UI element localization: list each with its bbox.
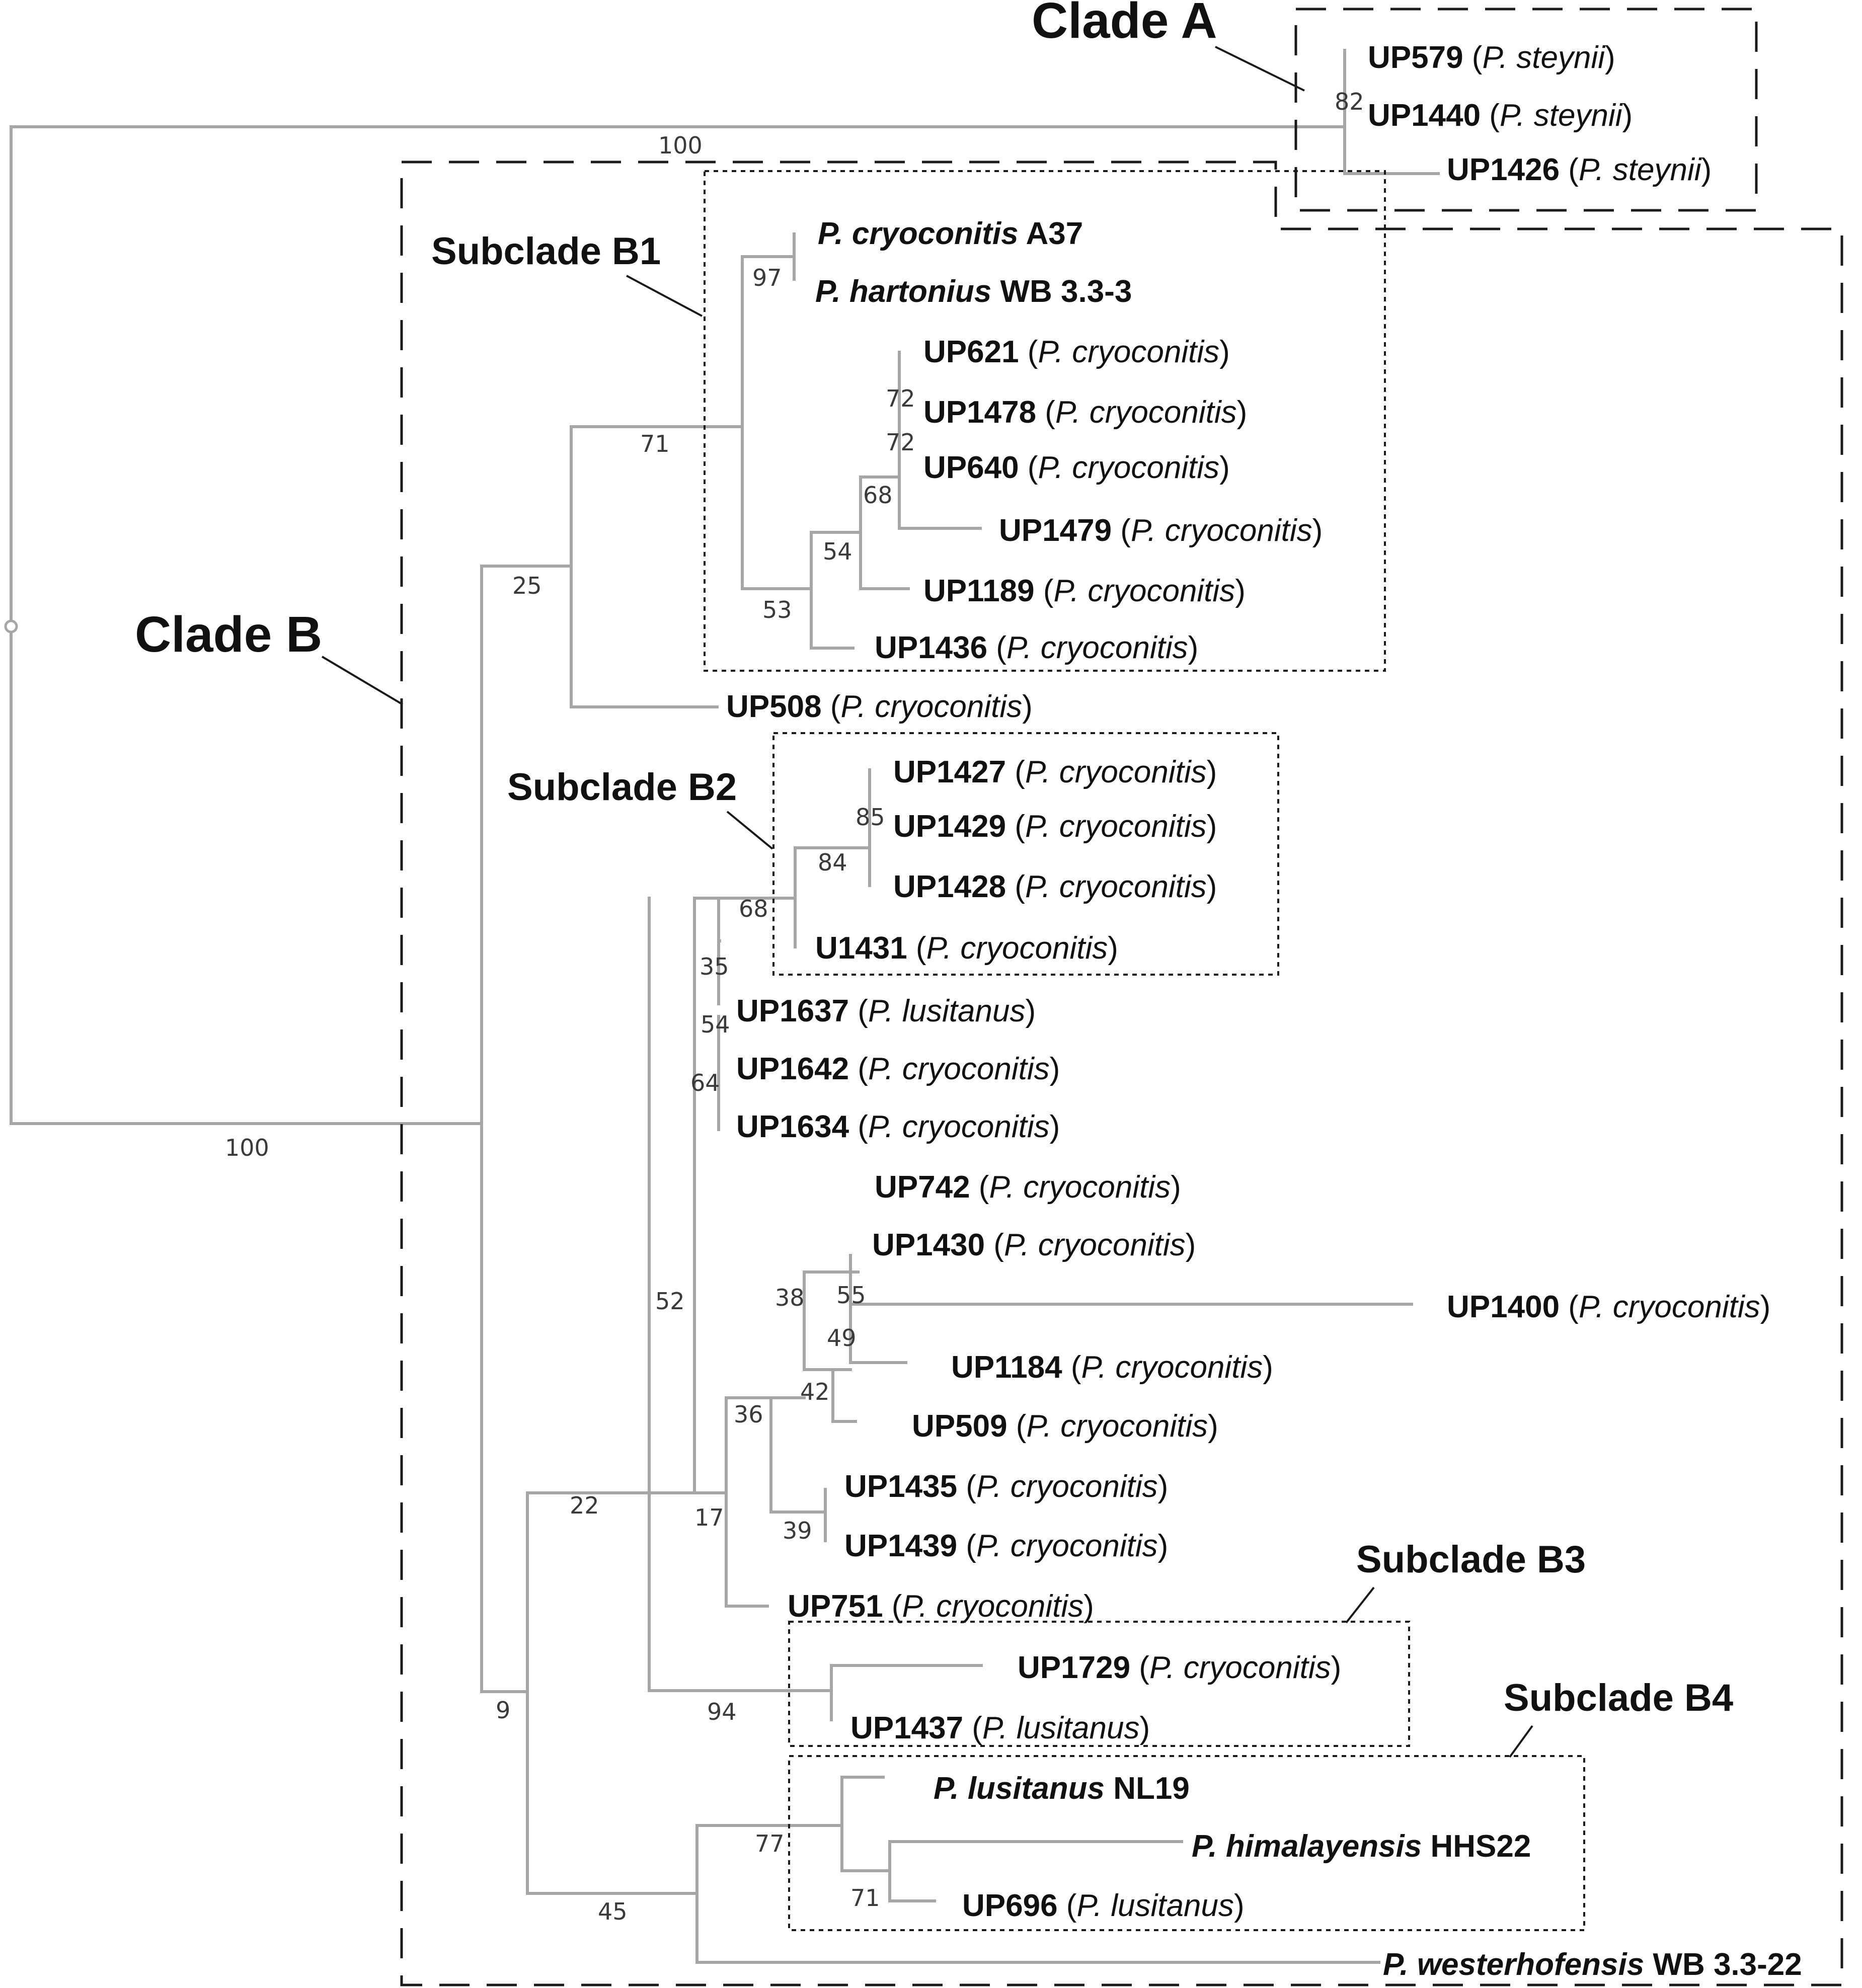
leaf-label: UP1478 (P. cryoconitis) [923, 395, 1247, 430]
bootstrap-b1-inner-4: 54 [823, 538, 852, 565]
bootstrap-b2-inner-2: 84 [818, 849, 847, 876]
subclade-b3-box [788, 1621, 1410, 1747]
clade-a-pointer [1215, 46, 1305, 92]
leaf-label: UP1437 (P. lusitanus) [850, 1711, 1150, 1745]
leaf-label: UP1426 (P. steynii) [1447, 152, 1712, 187]
bootstrap-node-64: 64 [690, 1069, 720, 1096]
root-node [4, 619, 18, 633]
subclade-b2-box [772, 732, 1279, 976]
clade-boxes [400, 8, 1843, 1986]
bootstrap-b2-up1637: 35 [700, 953, 729, 980]
subclade-b3-pointer [1345, 1586, 1375, 1624]
leaf-label: UP1428 (P. cryoconitis) [893, 869, 1217, 904]
subclade-b2-label: Subclade B2 [507, 766, 737, 809]
bootstrap-b1-inner-5: 53 [762, 596, 792, 623]
bootstrap-clade-a-root: 100 [658, 132, 703, 159]
leaf-label: P. hartonius WB 3.3-3 [815, 274, 1132, 309]
leaf-label: UP1642 (P. cryoconitis) [736, 1052, 1060, 1086]
leaf-label: UP696 (P. lusitanus) [962, 1888, 1245, 1923]
bootstrap-clade-b-root: 100 [225, 1134, 269, 1161]
bootstrap-node-22: 22 [570, 1492, 599, 1519]
leaf-label: UP579 (P. steynii) [1368, 40, 1615, 75]
bootstrap-node-17: 17 [694, 1504, 724, 1531]
clade-pointers [321, 46, 1533, 1758]
bootstrap-node-54: 54 [701, 1011, 730, 1038]
leaf-label: UP1184 (P. cryoconitis) [951, 1350, 1273, 1385]
clade-b-pointer [321, 656, 404, 705]
bootstrap-b3-root: 94 [707, 1698, 737, 1725]
leaf-label: UP1637 (P. lusitanus) [736, 994, 1036, 1028]
leaf-label: UP751 (P. cryoconitis) [788, 1589, 1094, 1624]
bootstrap-b2-root: 68 [739, 895, 768, 922]
tree-branches [4, 49, 1440, 1964]
leaf-label: UP1430 (P. cryoconitis) [872, 1228, 1196, 1262]
bootstrap-b4-root: 77 [755, 1830, 785, 1857]
leaf-label: UP1729 (P. cryoconitis) [1018, 1650, 1341, 1685]
leaf-label: UP640 (P. cryoconitis) [923, 450, 1230, 485]
clade-b-label: Clade B [135, 606, 322, 663]
leaf-label: UP509 (P. cryoconitis) [912, 1409, 1218, 1444]
bootstrap-b1-pair: 97 [752, 264, 782, 291]
bootstrap-values: 100 82 100 97 72 72 68 54 53 71 25 85 84 68 35 54 64 52 55… [225, 88, 1364, 1925]
subclade-b2-pointer [726, 811, 773, 850]
bootstrap-clade-a-inner: 82 [1335, 88, 1364, 115]
bootstrap-node-55: 55 [836, 1282, 866, 1309]
bootstrap-b1-root: 71 [640, 430, 670, 457]
bootstrap-node-36: 36 [734, 1401, 763, 1428]
bootstrap-node-9: 9 [496, 1697, 510, 1724]
clade-labels: Clade A Clade B Subclade B1 Subclade B2 … [135, 0, 1733, 1719]
subclade-b3-label: Subclade B3 [1356, 1538, 1586, 1581]
subclade-b4-pointer [1509, 1725, 1533, 1758]
bootstrap-b1-inner-2: 72 [886, 429, 915, 456]
bootstrap-b4-inner: 71 [850, 1884, 880, 1912]
leaf-label: UP1435 (P. cryoconitis) [844, 1469, 1168, 1504]
leaf-label: UP508 (P. cryoconitis) [726, 689, 1033, 724]
leaf-label: P. cryoconitis A37 [818, 216, 1083, 251]
leaf-label: UP1436 (P. cryoconitis) [875, 630, 1198, 665]
bootstrap-node-42: 42 [800, 1378, 830, 1405]
bootstrap-node-52: 52 [655, 1288, 685, 1315]
leaf-label: UP1440 (P. steynii) [1368, 98, 1633, 133]
leaf-label: UP1189 (P. cryoconitis) [923, 574, 1246, 608]
leaf-label: UP1429 (P. cryoconitis) [893, 809, 1217, 844]
bootstrap-node-49: 49 [827, 1324, 857, 1351]
leaf-label: U1431 (P. cryoconitis) [815, 931, 1118, 966]
leaf-label: UP742 (P. cryoconitis) [875, 1170, 1181, 1205]
leaf-label: P. lusitanus NL19 [934, 1771, 1190, 1806]
bootstrap-b1-inner-1: 72 [886, 385, 915, 412]
bootstrap-node-39: 39 [783, 1517, 812, 1544]
leaf-label: P. himalayensis HHS22 [1192, 1829, 1531, 1864]
leaf-label: UP1439 (P. cryoconitis) [844, 1529, 1168, 1563]
bootstrap-b1-inner-3: 68 [863, 482, 893, 509]
bootstrap-b2-inner-1: 85 [856, 804, 885, 831]
leaf-label: UP1479 (P. cryoconitis) [999, 513, 1323, 548]
leaf-label: UP621 (P. cryoconitis) [923, 335, 1230, 369]
clade-a-label: Clade A [1032, 0, 1217, 49]
bootstrap-node-38: 38 [775, 1284, 805, 1311]
subclade-b4-label: Subclade B4 [1504, 1677, 1733, 1719]
subclade-b1-pointer [626, 275, 703, 317]
leaf-labels: UP579 (P. steynii) UP1440 (P. steynii) UP1… [726, 40, 1802, 1982]
bootstrap-b1-up508: 25 [512, 572, 542, 599]
leaf-label: P. westerhofensis WB 3.3-22 [1383, 1947, 1802, 1982]
leaf-label: UP1400 (P. cryoconitis) [1447, 1290, 1770, 1324]
clade-b-box [400, 161, 1843, 1986]
leaf-label: UP1427 (P. cryoconitis) [893, 755, 1217, 789]
subclade-b4-box [788, 1755, 1585, 1931]
subclade-b1-label: Subclade B1 [431, 230, 661, 273]
leaf-label: UP1634 (P. cryoconitis) [736, 1109, 1060, 1144]
bootstrap-node-45: 45 [598, 1898, 628, 1925]
